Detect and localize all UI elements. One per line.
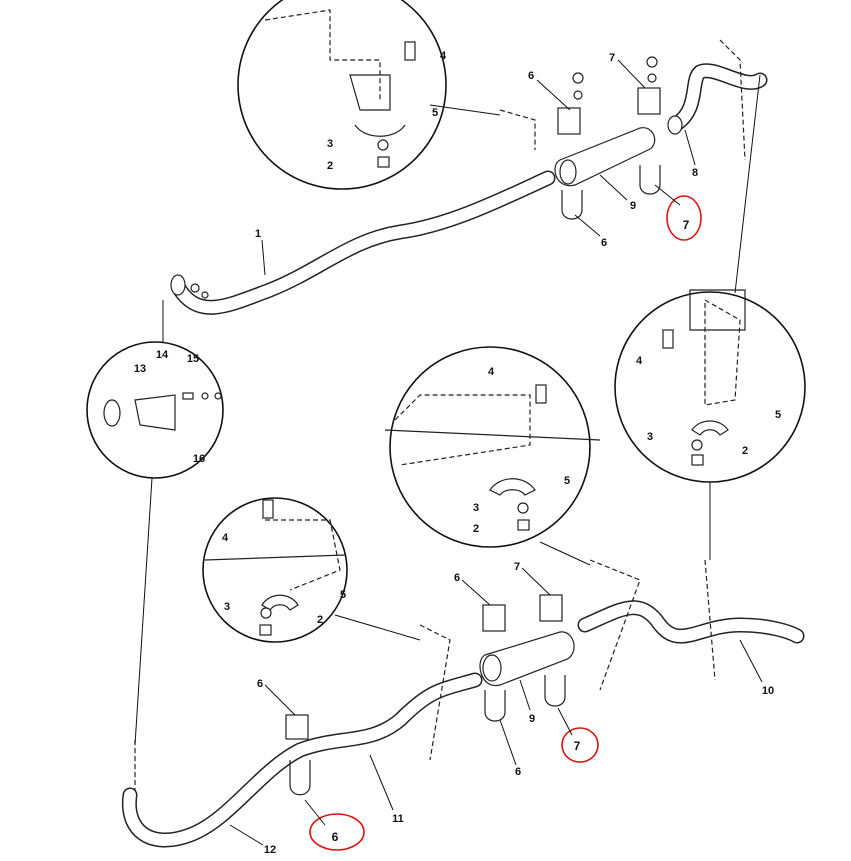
callout-6: 6 [601, 237, 607, 249]
callout-12: 12 [264, 844, 276, 856]
red-annotation-circle [666, 195, 702, 241]
leader-lines [229, 59, 763, 846]
detail-circle-lower-left [202, 497, 348, 643]
left-circle-callouts: 14 15 13 16 [134, 349, 205, 465]
callout-5: 5 [564, 475, 570, 487]
callout-13: 13 [134, 363, 146, 375]
callout-1: 1 [255, 228, 261, 240]
upper-assembly-callouts: 6 7 8 9 6 1 7 [255, 52, 702, 249]
red-annotation-circle [309, 813, 365, 851]
detail-circle-left [86, 341, 224, 479]
lower-assembly-callouts: 6 7 9 6 10 6 11 12 7 6 [257, 561, 774, 856]
callout-3: 3 [224, 601, 230, 613]
lower-muffler [479, 631, 575, 686]
callout-2: 2 [742, 445, 748, 457]
top-circle-callouts: 4 5 3 2 [327, 50, 447, 172]
detail-circle-middle [384, 346, 601, 548]
callout-5: 5 [432, 107, 438, 119]
callout-5: 5 [340, 589, 346, 601]
callout-9: 9 [529, 713, 535, 725]
callout-7: 7 [514, 561, 520, 573]
lower-pipe-12-11 [121, 672, 483, 848]
callout-16: 16 [193, 453, 205, 465]
red-annotation-7: 7 [683, 218, 690, 232]
callout-2: 2 [327, 160, 333, 172]
callout-11: 11 [392, 813, 404, 825]
callout-14: 14 [156, 349, 169, 361]
callout-4: 4 [488, 366, 495, 378]
callout-4: 4 [222, 532, 229, 544]
middle-circle-callouts: 4 5 3 2 [473, 366, 570, 535]
front-flange [170, 274, 209, 299]
callout-3: 3 [327, 138, 333, 150]
callout-2: 2 [473, 523, 479, 535]
upper-tailpipe-1 [172, 170, 556, 315]
red-annotation-circle [561, 727, 599, 763]
callout-10: 10 [762, 685, 774, 697]
callout-3: 3 [647, 431, 653, 443]
connector-lines [134, 74, 761, 746]
lower-tailpipe-10 [577, 600, 805, 644]
callout-4: 4 [440, 50, 447, 62]
callout-6: 6 [515, 766, 521, 778]
red-annotation-7: 7 [574, 739, 581, 753]
upper-clamps [499, 39, 746, 220]
callout-4: 4 [636, 355, 643, 367]
detail-circle-top [237, 0, 447, 190]
callout-6: 6 [528, 70, 534, 82]
callout-8: 8 [692, 167, 698, 179]
callout-9: 9 [630, 200, 636, 212]
lower-clamps [134, 559, 716, 796]
callout-7: 7 [609, 52, 615, 64]
upper-outlet-pipe-8 [667, 63, 768, 135]
callout-6: 6 [454, 572, 460, 584]
right-circle-callouts: 4 5 3 2 [636, 355, 781, 457]
callout-2: 2 [317, 614, 323, 626]
upper-muffler [554, 127, 656, 187]
detail-circle-right [614, 289, 806, 483]
callout-15: 15 [187, 353, 199, 365]
callout-6: 6 [257, 678, 263, 690]
callout-5: 5 [775, 409, 781, 421]
callout-3: 3 [473, 502, 479, 514]
lower-left-circle-callouts: 4 5 3 2 [222, 532, 346, 626]
red-annotation-6: 6 [332, 830, 339, 844]
